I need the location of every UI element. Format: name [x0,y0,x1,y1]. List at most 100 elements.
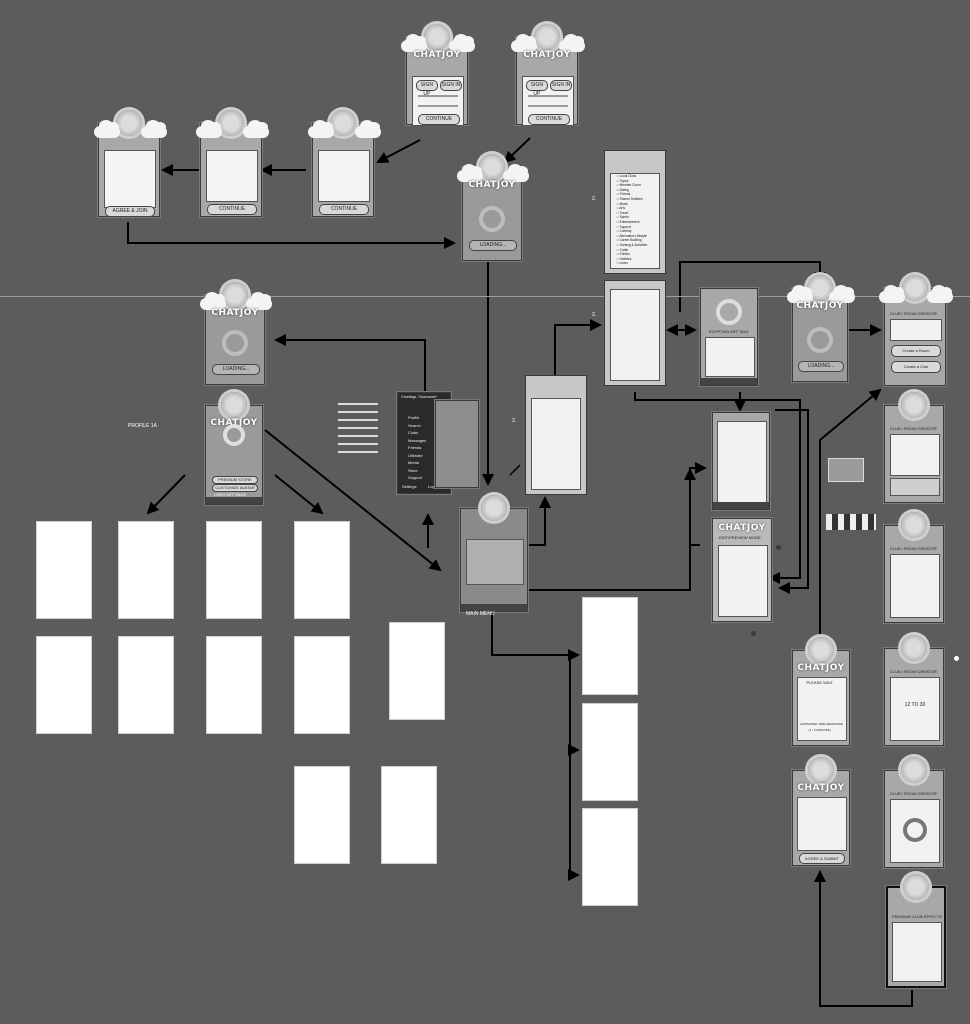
interest-option[interactable]: □ Gaming & Activities [616,242,648,247]
menu-item[interactable]: Clubs [408,430,419,435]
continue-button[interactable]: CONTINUE [527,114,571,125]
sun-icon [901,635,927,661]
arrow-menu-to-loading [274,334,426,392]
menu-settings[interactable]: Settings [402,484,417,489]
placeholder-card [36,636,92,734]
arrow-profile-to-card1 [146,474,186,515]
agree-submit-button[interactable]: AGREE & SUBMIT [798,853,846,864]
placeholder-card [582,808,638,906]
sun-icon [901,392,927,418]
sign-in-tab[interactable]: SIGN IN [550,80,573,91]
sun-icon [808,757,834,783]
club-list-screen-2 [525,375,587,495]
menu-item[interactable]: Media [408,460,419,465]
create-room-button[interactable]: Create a Room [891,345,941,357]
loading-screen-2: CHATJOY LOADING... [200,282,272,385]
time-range: 12 TO 30 [904,702,926,708]
app-logo: CHATJOY [523,50,571,60]
section-divider [0,296,970,297]
customize-avatar-button[interactable]: CUSTOMIZE AVATAR [211,484,259,492]
menu-item[interactable]: Friends [408,445,422,450]
interest-option[interactable]: □ Learn [616,261,628,266]
menu-item[interactable]: Profile [408,415,420,420]
room-title: EGYPTIAN ART TALK [709,329,749,334]
menu-item[interactable]: Store [408,467,418,473]
sun-icon [902,275,928,301]
menu-item[interactable]: Support [408,475,423,480]
loading-spinner-icon [807,327,833,353]
image-upload-icon[interactable] [902,818,927,842]
interest-option[interactable]: □ Crafts [616,247,629,252]
premium-store-button[interactable]: PREMIUM STORE [211,476,259,484]
please-wait-screen: CHATJOY PLEASE WAIT ESTIMATED TIME REMAI… [792,637,850,746]
menu-item[interactable]: Search [408,422,421,428]
edit-preview-screen: CHATJOY EDIT/PREVIEW MODE [712,518,772,622]
loading-label: LOADING... [211,364,261,375]
menu-greeting: Greetings, *Username* [401,395,437,399]
sign-up-tab[interactable]: SIGN UP [525,80,548,97]
sun-icon [903,874,929,900]
loading-spinner-icon [479,206,505,232]
terms-screen: AGREE & JOIN [94,110,167,217]
effects-palette [826,514,876,530]
interest-option[interactable]: □ Music [616,201,628,206]
interest-option[interactable]: □ Career Building [616,238,642,243]
menu-item[interactable]: Ultimate [408,452,423,458]
interest-option[interactable]: □ Politics [616,252,630,257]
interest-option[interactable]: □ Comedy [616,229,632,234]
arrow-main-to-card-a [491,612,580,661]
arrow-signin2-to-loading [503,137,531,164]
arrow-room-to-edit [775,409,809,594]
continue-button[interactable]: CONTINUE [417,114,461,125]
avatar [223,424,245,446]
interest-option[interactable]: □ Sports [616,215,629,220]
interest-option[interactable]: □ Dating [616,187,629,192]
please-wait-title: PLEASE WAIT [806,680,833,685]
placeholder-card [582,703,638,801]
interest-option[interactable]: □ Hobbies [616,256,632,261]
app-logo: CHATJOY [796,301,844,311]
placeholder-card [294,636,350,734]
create-club-button[interactable]: Create a Club [891,361,941,373]
interest-option[interactable]: □ Topics [616,178,629,183]
creator-title: CLUB / ROOM CREATOR [890,546,937,551]
sign-up-tab[interactable]: SIGN UP [415,80,438,97]
verify-screen: CONTINUE [196,110,269,217]
continue-button[interactable]: CONTINUE [319,204,369,215]
interest-option[interactable]: □ Shared Hobbies [616,196,643,201]
agree-join-button[interactable]: AGREE & JOIN [105,206,155,217]
menu-logout[interactable]: Logout [428,484,440,489]
sun-icon [534,24,560,50]
sun-icon [808,637,834,663]
profile-label: PROFILE 1A [128,423,157,429]
interest-option[interactable]: □ Support [616,224,631,229]
signup-form-screen: CONTINUE [308,110,381,217]
creator-title: CLUB / ROOM CREATOR [890,669,937,674]
continue-button[interactable]: CONTINUE [207,204,257,215]
interest-option[interactable]: □ Alternative Lifestyle [616,233,648,238]
interest-option[interactable]: □ Entertainment [616,219,640,224]
creator-title: CLUB / ROOM CREATOR [890,311,937,316]
estimated-time-label: ESTIMATED TIME REMAINING [800,722,844,726]
interest-option[interactable]: □ Arts [616,206,626,211]
loading-label: LOADING... [468,240,518,251]
menu-item[interactable]: Messages [408,437,427,443]
marker-dot [776,545,781,550]
arrow-terms-to-loading [127,222,456,249]
side-menu-preview [435,400,479,488]
interest-option[interactable]: □ Friends [616,192,631,197]
sun-icon [901,757,927,783]
interest-option[interactable]: □ Travel [616,210,629,215]
club-list-screen [604,280,666,386]
interest-option[interactable]: □ Member Count [616,183,641,188]
sun-icon [222,282,248,308]
placeholder-card [206,636,262,734]
interest-option[interactable]: □ Local Clubs [616,174,637,178]
sign-in-tab[interactable]: SIGN IN [440,80,463,91]
sign-in-screen-2: CHATJOY SIGN UP SIGN IN CONTINUE [511,24,585,126]
placeholder-card [582,597,638,695]
interest-list: □ Local Clubs□ Topics□ Member Count□ Dat… [611,174,659,266]
sun-icon [901,512,927,538]
step-number-3: 2. [512,418,517,424]
app-logo: CHATJOY [413,50,461,60]
